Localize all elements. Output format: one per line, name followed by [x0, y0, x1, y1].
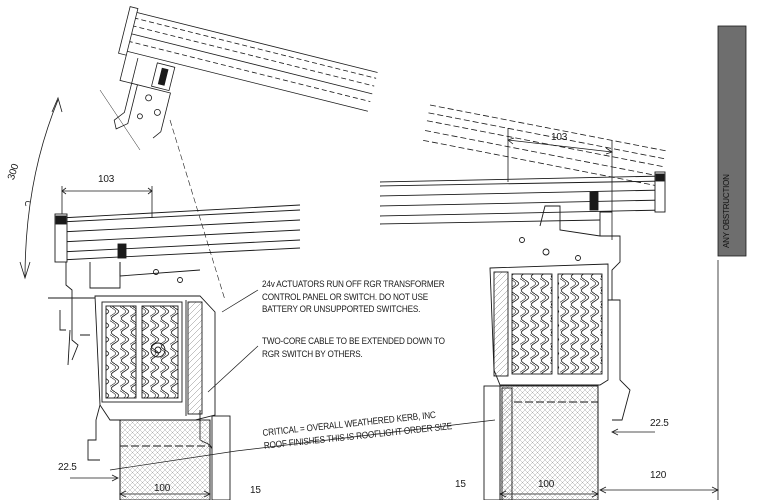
- actuator-note-line-3: BATTERY OR UNSUPPORTED SWITCHES.: [262, 304, 421, 315]
- opened-lid-right: [423, 104, 666, 187]
- kerb-right: [489, 263, 631, 421]
- cable-note: TWO-CORE CABLE TO BE EXTENDED DOWN TO RG…: [262, 336, 445, 361]
- dim-103-left-label: 103: [98, 174, 115, 185]
- dim-100-right-label: 100: [538, 479, 555, 490]
- dim-100-left-label: 100: [154, 483, 171, 494]
- dim-103-right-label: 103: [551, 132, 568, 143]
- leader-lines: [109, 289, 496, 471]
- cable-note-line-1: TWO-CORE CABLE TO BE EXTENDED DOWN TO: [262, 336, 445, 347]
- closed-lid-right: [379, 171, 666, 300]
- dim-22-5-right-label: 22.5: [650, 418, 669, 429]
- actuator-note: 24v ACTUATORS RUN OFF RGR TRANSFORMER CO…: [262, 279, 445, 317]
- swing-arc-left: [24, 99, 59, 279]
- dims-bottom-left: [70, 474, 211, 498]
- kerb-left: [87, 295, 219, 461]
- wall-left: [119, 415, 231, 500]
- wall-right: [483, 385, 599, 500]
- obstruction-label: ANY OBSTRUCTION: [722, 174, 760, 248]
- dim-22-5-left-label: 22.5: [58, 462, 77, 473]
- obstruction-wall: [717, 25, 747, 257]
- dim-103-right: [507, 128, 613, 240]
- opened-lid-left: [113, 6, 378, 139]
- obstruction-text: ANY OBSTRUCTION: [722, 174, 731, 248]
- actuator-note-line-2: CONTROL PANEL OR SWITCH. DO NOT USE: [262, 291, 429, 303]
- dim-15-right-label: 15: [455, 479, 466, 490]
- dim-103-left: [61, 186, 153, 218]
- dim-120-label: 120: [650, 470, 667, 481]
- dims-bottom-right: [499, 260, 719, 500]
- cable-note-line-2: RGR SWITCH BY OTHERS.: [262, 348, 363, 360]
- actuator-note-line-1: 24v ACTUATORS RUN OFF RGR TRANSFORMER: [262, 279, 445, 290]
- dim-15-left-label: 15: [250, 485, 261, 496]
